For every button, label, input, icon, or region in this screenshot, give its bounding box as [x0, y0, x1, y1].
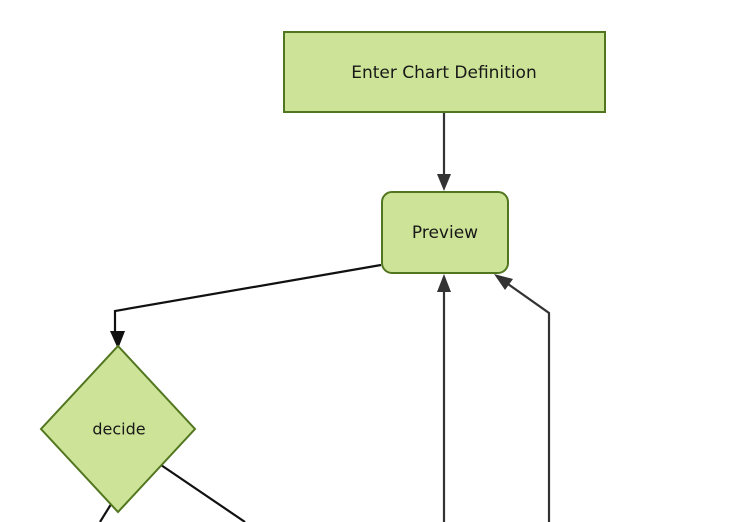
node-layer: Enter Chart Definition Preview decide	[39, 31, 606, 514]
node-enter-chart-definition-shape[interactable]	[283, 31, 606, 113]
edge-enter-to-preview-arrowhead	[437, 174, 451, 191]
edge-bottom-right-to-preview	[494, 274, 551, 522]
edge-bottom-right-to-preview-arrowhead	[494, 274, 513, 290]
edge-bottom-center-to-preview-arrowhead	[437, 274, 451, 292]
edge-decide-to-bottom-right	[160, 464, 246, 522]
node-decide-shape[interactable]	[39, 344, 197, 514]
edge-bottom-center-to-preview	[437, 274, 451, 522]
edge-layer	[99, 113, 551, 522]
node-enter-chart-definition[interactable]: Enter Chart Definition	[283, 31, 606, 113]
edge-bottom-right-to-preview-line	[507, 283, 551, 522]
node-preview-shape[interactable]	[381, 191, 509, 274]
node-preview[interactable]: Preview	[381, 191, 509, 274]
edge-decide-to-bottom-right-line	[160, 464, 246, 522]
edge-preview-to-decide-arrowhead	[110, 331, 125, 349]
node-decide[interactable]: decide	[39, 344, 197, 514]
edge-preview-to-decide-line	[113, 263, 382, 340]
edge-preview-to-decide	[110, 263, 382, 349]
edge-enter-to-preview	[437, 113, 451, 191]
